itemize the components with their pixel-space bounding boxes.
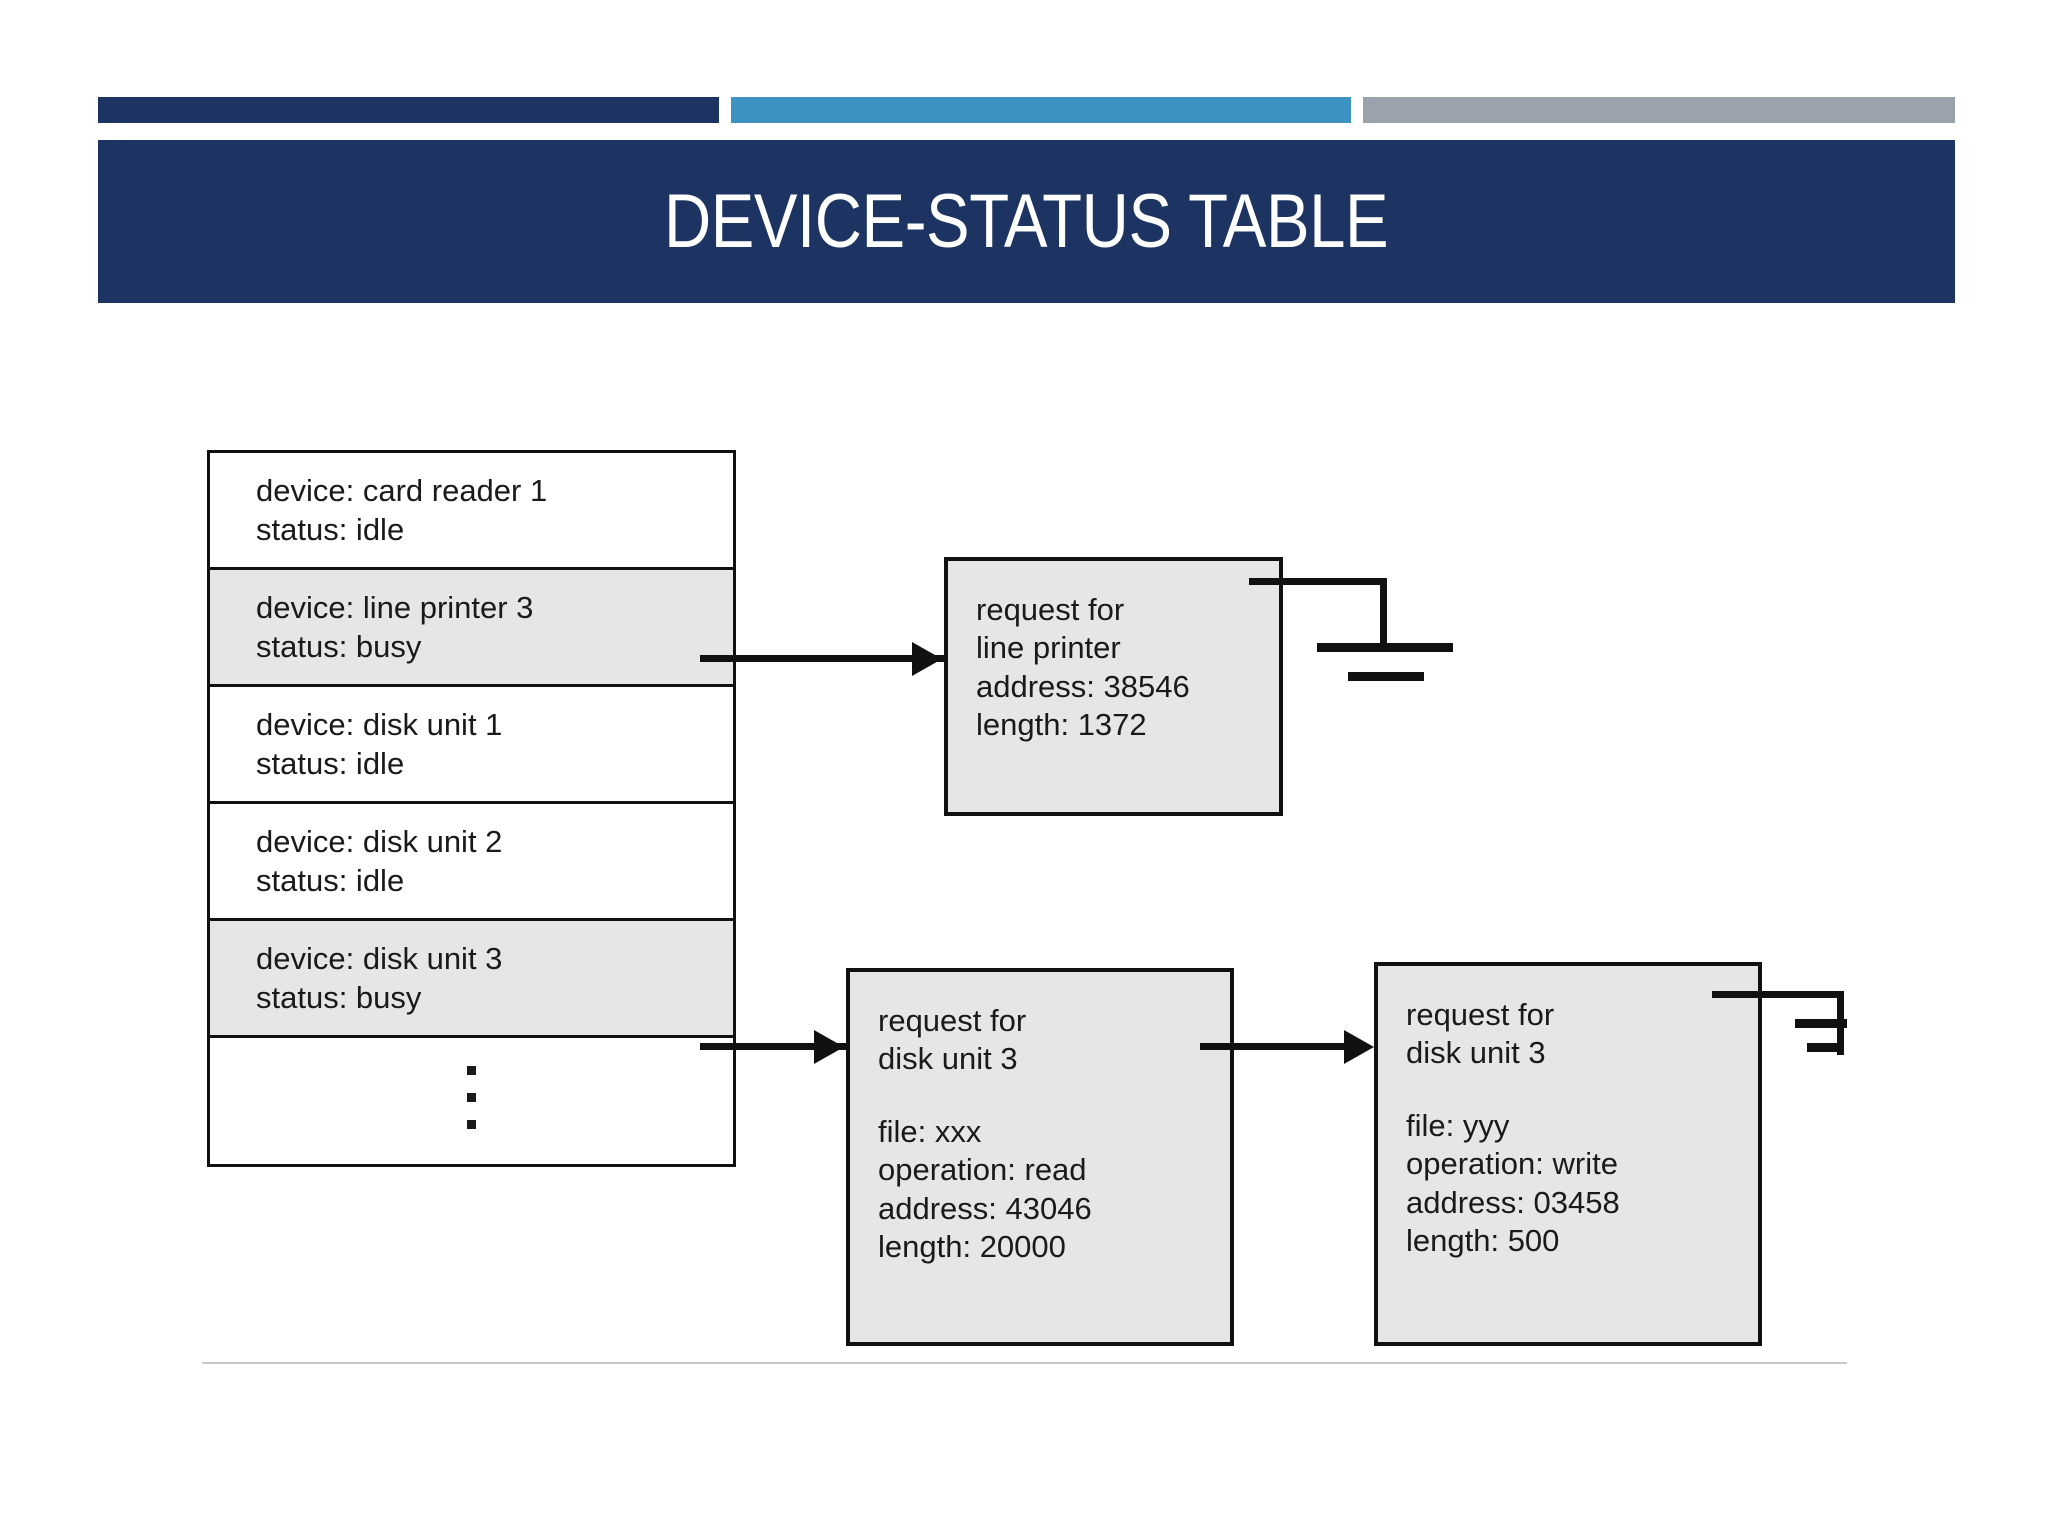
request-title-line-2: line printer [976, 630, 1121, 666]
vertical-ellipsis-icon [467, 1066, 476, 1130]
request-length: length: 1372 [976, 707, 1147, 743]
device-status: status: idle [256, 746, 405, 782]
title-banner: DEVICE-STATUS TABLE [98, 140, 1955, 303]
table-row-disk-unit-3: device: disk unit 3 status: busy [210, 918, 733, 1036]
header-accent-bars [98, 97, 1955, 123]
device-name: device: disk unit 1 [256, 707, 503, 743]
device-name: device: disk unit 3 [256, 941, 503, 977]
device-status: status: idle [256, 512, 405, 548]
device-status: status: busy [256, 629, 422, 665]
request-operation: operation: read [878, 1152, 1087, 1188]
request-file: file: xxx [878, 1113, 982, 1149]
device-status: status: busy [256, 980, 422, 1016]
request-title-line-2: disk unit 3 [878, 1041, 1018, 1077]
device-name: device: disk unit 2 [256, 824, 503, 860]
request-title-line-1: request for [878, 1003, 1027, 1038]
request-address: address: 03458 [1406, 1184, 1620, 1220]
terminator-drop-line-printer [1380, 578, 1387, 650]
request-spacer [878, 1079, 1230, 1113]
request-length: length: 500 [1406, 1223, 1560, 1259]
page-title: DEVICE-STATUS TABLE [664, 178, 1389, 264]
request-operation: operation: write [1406, 1146, 1618, 1182]
request-block-line-printer: request for line printer address: 38546 … [944, 557, 1283, 816]
request-block-disk-unit-3-read: request for disk unit 3 file: xxx operat… [846, 968, 1234, 1346]
request-spacer [1406, 1073, 1758, 1107]
table-row-continuation [210, 1035, 733, 1165]
terminator-lead-line-printer [1249, 578, 1387, 585]
table-row-line-printer-3: device: line printer 3 status: busy [210, 567, 733, 685]
footer-divider [202, 1362, 1847, 1364]
accent-bar-dark-blue [98, 97, 719, 123]
accent-bar-gray [1363, 97, 1955, 123]
arrowhead-request-chain [1344, 1030, 1374, 1064]
request-title-line-1: request for [1406, 997, 1555, 1032]
device-name: device: line printer 3 [256, 590, 534, 626]
table-row: device: disk unit 1 status: idle [210, 684, 733, 802]
ground-bar-wide-line-printer [1317, 643, 1453, 652]
table-row: device: disk unit 2 status: idle [210, 801, 733, 919]
arrowhead-line-printer [912, 642, 942, 676]
ground-bar-narrow-disk-unit [1807, 1043, 1839, 1052]
request-block-disk-unit-3-write: request for disk unit 3 file: yyy operat… [1374, 962, 1762, 1346]
device-status: status: idle [256, 863, 405, 899]
accent-bar-light-blue [731, 97, 1351, 123]
request-address: address: 38546 [976, 668, 1190, 704]
request-length: length: 20000 [878, 1229, 1066, 1265]
connector-request-chain [1200, 1043, 1348, 1050]
ground-bar-wide-disk-unit [1795, 1019, 1847, 1028]
terminator-lead-disk-unit [1712, 991, 1844, 998]
table-row: device: card reader 1 status: idle [210, 453, 733, 568]
device-status-table: device: card reader 1 status: idle devic… [207, 450, 736, 1168]
connector-line-printer [700, 655, 946, 662]
ground-bar-narrow-line-printer [1348, 672, 1424, 681]
connector-disk-unit-3 [700, 1043, 848, 1050]
device-name: device: card reader 1 [256, 473, 548, 508]
request-title-line-2: disk unit 3 [1406, 1035, 1546, 1071]
request-title-line-1: request for [976, 592, 1125, 627]
arrowhead-disk-unit-3 [814, 1030, 844, 1064]
request-file: file: yyy [1406, 1107, 1510, 1143]
request-address: address: 43046 [878, 1190, 1092, 1226]
